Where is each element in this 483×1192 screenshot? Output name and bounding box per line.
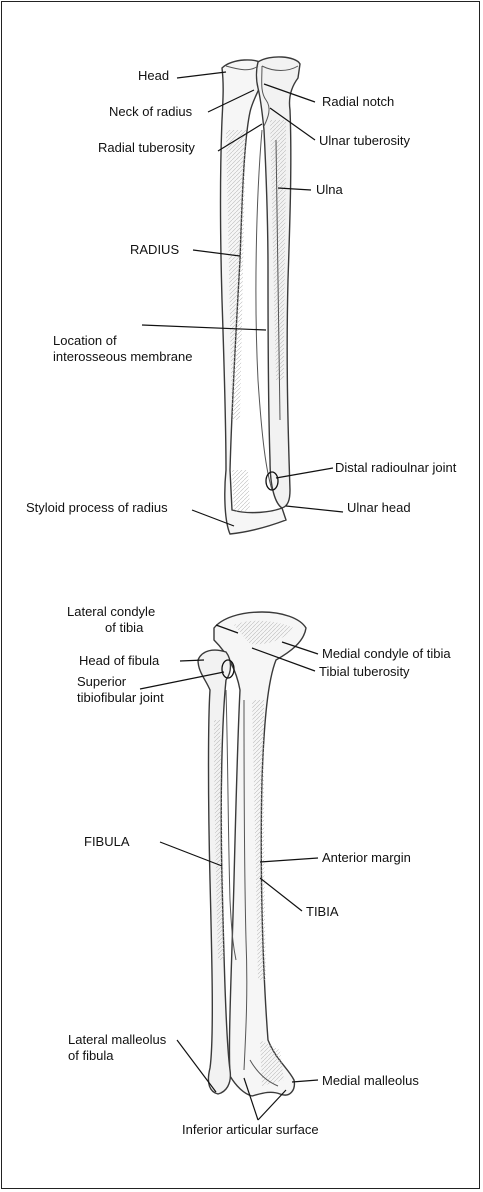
label-medial-condyle: Medial condyle of tibia <box>322 646 451 661</box>
label-lateral-malleolus-line2: of fibula <box>68 1048 114 1063</box>
label-head-of-fibula: Head of fibula <box>79 653 159 668</box>
label-lateral-malleolus-line1: Lateral malleolus <box>68 1032 166 1047</box>
label-superior-line1: Superior <box>77 674 126 689</box>
label-distal-radioulnar-joint: Distal radioulnar joint <box>335 460 456 475</box>
fibula-bone <box>198 650 231 1094</box>
label-lateral-condyle-line2: of tibia <box>105 620 143 635</box>
label-styloid-process: Styloid process of radius <box>26 500 168 515</box>
label-anterior-margin: Anterior margin <box>322 850 411 865</box>
label-ulnar-head: Ulnar head <box>347 500 411 515</box>
label-inferior-articular-surface: Inferior articular surface <box>182 1122 319 1137</box>
label-lateral-condyle-line1: Lateral condyle <box>67 604 155 619</box>
label-neck-of-radius: Neck of radius <box>109 104 192 119</box>
label-radius: RADIUS <box>130 242 179 257</box>
label-tibial-tuberosity: Tibial tuberosity <box>319 664 410 679</box>
label-ulnar-tuberosity: Ulnar tuberosity <box>319 133 410 148</box>
label-tibia: TIBIA <box>306 904 339 919</box>
label-head: Head <box>138 68 169 83</box>
label-interosseous-line2: interosseous membrane <box>53 349 192 364</box>
label-radial-tuberosity: Radial tuberosity <box>98 140 195 155</box>
label-ulna: Ulna <box>316 182 343 197</box>
label-medial-malleolus: Medial malleolus <box>322 1073 419 1088</box>
label-radial-notch: Radial notch <box>322 94 394 109</box>
label-superior-line2: tibiofibular joint <box>77 690 164 705</box>
label-interosseous-line1: Location of <box>53 333 117 348</box>
label-fibula: FIBULA <box>84 834 130 849</box>
